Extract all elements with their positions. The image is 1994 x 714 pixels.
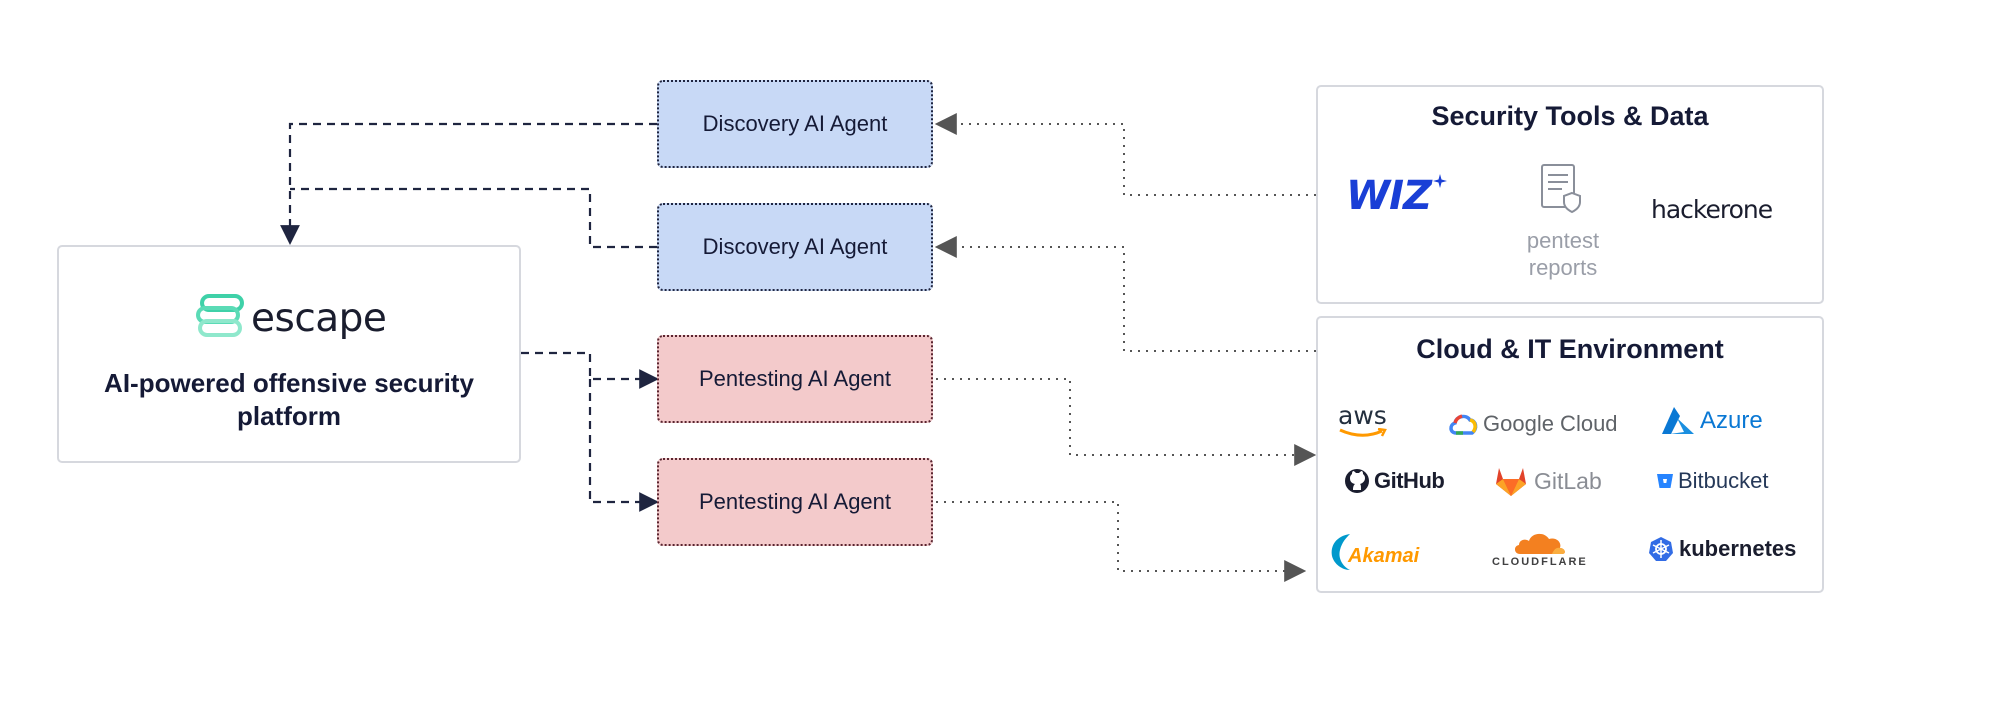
security-tools-panel: Security Tools & Data WIZ pentest report… bbox=[1316, 85, 1824, 304]
platform-description-line2: platform bbox=[237, 401, 341, 431]
kubernetes-logo: kubernetes bbox=[1648, 536, 1796, 562]
edge-pentest1-to-cloud bbox=[936, 378, 1317, 466]
akamai-logo-text: Akamai bbox=[1348, 544, 1420, 567]
sparkle-icon bbox=[1433, 174, 1448, 188]
escape-platform-box: escape AI-powered offensive security pla… bbox=[57, 245, 521, 463]
escape-logo-text: escape bbox=[251, 296, 387, 341]
hackerone-logo: hackerone bbox=[1651, 195, 1773, 224]
cloud-env-panel: Cloud & IT Environment aws Google Cloud … bbox=[1316, 316, 1824, 593]
platform-description-line1: AI-powered offensive security bbox=[104, 368, 474, 398]
google-cloud-logo-text: Google Cloud bbox=[1483, 411, 1618, 436]
security-tools-title: Security Tools & Data bbox=[1431, 101, 1709, 131]
escape-logo: escape bbox=[196, 294, 396, 342]
aws-logo: aws bbox=[1338, 401, 1388, 438]
gitlab-logo-text: GitLab bbox=[1534, 467, 1602, 494]
agent-label: Pentesting AI Agent bbox=[698, 489, 892, 514]
discovery-agent-1: Discovery AI Agent bbox=[657, 80, 933, 168]
cloud-env-title: Cloud & IT Environment bbox=[1416, 334, 1724, 364]
document-shield-icon bbox=[1541, 164, 1581, 214]
akamai-swoosh-icon bbox=[1331, 534, 1350, 570]
platform-description: AI-powered offensive security platform bbox=[59, 367, 519, 433]
bitbucket-logo-text: Bitbucket bbox=[1678, 468, 1769, 493]
kubernetes-logo-text: kubernetes bbox=[1679, 536, 1797, 561]
edge-cloud-to-discovery2 bbox=[934, 236, 1316, 352]
bitbucket-logo: Bitbucket bbox=[1656, 468, 1769, 494]
gitlab-logo: GitLab bbox=[1494, 465, 1602, 497]
github-icon bbox=[1345, 469, 1369, 493]
gitlab-icon bbox=[1496, 468, 1526, 496]
google-cloud-icon bbox=[1449, 414, 1478, 435]
cloudflare-cloud-icon bbox=[1514, 533, 1565, 554]
bitbucket-icon bbox=[1657, 474, 1673, 488]
azure-icon bbox=[1662, 407, 1694, 434]
agent-label: Discovery AI Agent bbox=[702, 234, 888, 259]
google-cloud-logo: Google Cloud bbox=[1448, 411, 1618, 437]
cloudflare-logo: CLOUDFLARE bbox=[1492, 530, 1588, 568]
aws-smile-icon bbox=[1339, 428, 1387, 437]
agent-label: Pentesting AI Agent bbox=[698, 366, 892, 391]
pentest-reports-label: pentest reports bbox=[1498, 227, 1628, 281]
hackerone-logo-text: hackerone bbox=[1651, 195, 1773, 224]
edge-discovery2-to-platform bbox=[290, 187, 657, 249]
edge-discovery1-to-platform bbox=[280, 122, 657, 245]
edge-tools-to-discovery1 bbox=[934, 113, 1316, 196]
escape-logo-icon bbox=[196, 294, 244, 337]
azure-logo-text: Azure bbox=[1700, 407, 1763, 434]
aws-logo-text: aws bbox=[1338, 401, 1387, 430]
github-logo-text: GitHub bbox=[1374, 468, 1445, 493]
akamai-logo: Akamai bbox=[1330, 532, 1419, 572]
edge-platform-to-pentest1 bbox=[521, 351, 659, 389]
pentesting-agent-1: Pentesting AI Agent bbox=[657, 335, 933, 423]
wiz-logo-text: WIZ bbox=[1346, 173, 1432, 219]
pentest-reports-line2: reports bbox=[1528, 255, 1598, 280]
github-logo: GitHub bbox=[1344, 468, 1445, 494]
edge-platform-to-pentest2 bbox=[588, 379, 659, 512]
agent-label: Discovery AI Agent bbox=[702, 111, 888, 136]
pentest-reports-line1: pentest bbox=[1526, 228, 1600, 253]
azure-logo: Azure bbox=[1660, 406, 1763, 436]
pentesting-agent-2: Pentesting AI Agent bbox=[657, 458, 933, 546]
wiz-logo: WIZ bbox=[1346, 173, 1448, 219]
cloudflare-logo-text: CLOUDFLARE bbox=[1492, 556, 1588, 568]
discovery-agent-2: Discovery AI Agent bbox=[657, 203, 933, 291]
kubernetes-icon bbox=[1649, 537, 1673, 561]
edge-pentest2-to-cloud bbox=[936, 501, 1307, 582]
